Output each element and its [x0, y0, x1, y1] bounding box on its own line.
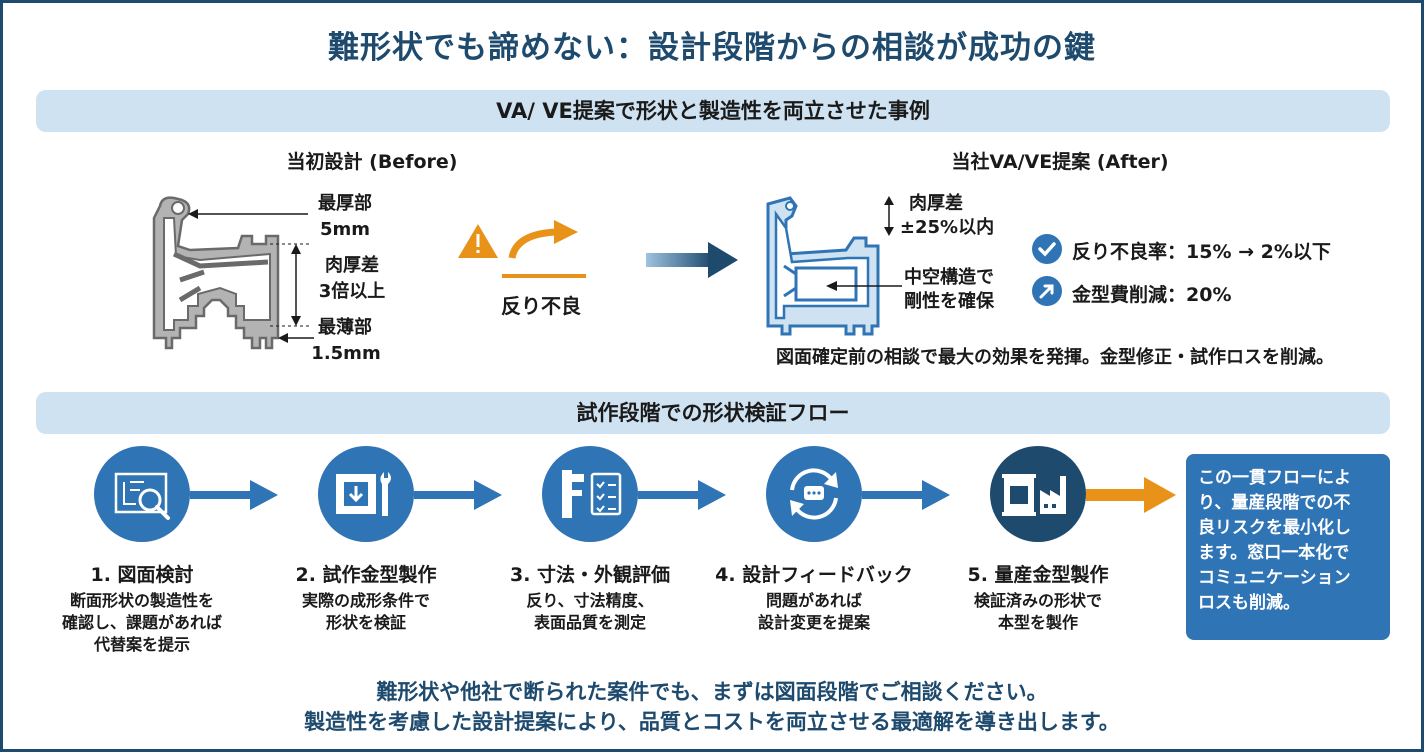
hollow-arrow-icon [826, 281, 902, 291]
after-diff-value: ±25%以内 [899, 217, 995, 238]
blueprint-search-icon [94, 446, 190, 542]
mold-wrench-icon [318, 446, 414, 542]
thinnest-label: 最薄部 [318, 317, 372, 338]
result-defect-rate: 反り不良率：15% → 2%以下 [1072, 241, 1331, 263]
step-4-title: 4. 設計フィードバック [715, 564, 913, 586]
section-heading-flow: 試作段階での形状検証フロー [36, 392, 1390, 434]
after-label: 当社VA/VE提案 (After) [951, 151, 1169, 173]
step-4-desc-2: 設計変更を提案 [757, 613, 870, 632]
before-label: 当初設計 (Before) [286, 151, 458, 173]
step-2-desc-1: 実際の成形条件で [301, 591, 430, 610]
step-5-desc-2: 本型を製作 [997, 613, 1078, 632]
caliper-checklist-icon [542, 446, 638, 542]
footer-line-1: 難形状や他社で断られた案件でも、まずは図面段階でご相談ください。 [376, 680, 1048, 704]
step-1-desc-3: 代替案を提示 [93, 635, 190, 654]
factory-icon [990, 446, 1086, 542]
step-3-title: 3. 寸法・外観評価 [509, 564, 671, 586]
warning-icon [458, 220, 586, 278]
step-3-desc-2: 表面品質を測定 [533, 613, 646, 632]
step-4-desc-1: 問題があれば [765, 591, 862, 610]
step-5-title: 5. 量産金型製作 [967, 564, 1109, 586]
before-dimension-lines [188, 209, 314, 343]
thickest-label: 最厚部 [318, 193, 372, 214]
trend-up-icon [1032, 276, 1062, 306]
after-diff-label: 肉厚差 [909, 193, 963, 214]
section1-note: 図面確定前の相談で最大の効果を発揮。金型修正・試作ロスを削減。 [776, 347, 1334, 368]
check-icon [1032, 234, 1062, 264]
defect-label: 反り不良 [501, 294, 581, 318]
before-after-arrow-icon [646, 242, 738, 278]
step-2-desc-2: 形状を検証 [325, 613, 406, 632]
callout-line: コミュニケーション [1198, 568, 1351, 588]
hollow-line1: 中空構造で [904, 267, 994, 288]
callout-line: ます。窓口一本化で [1198, 543, 1350, 563]
flow-arrow-4-icon [862, 480, 950, 510]
thickest-value: 5mm [319, 219, 371, 240]
callout-line: ロスも削減。 [1198, 593, 1300, 613]
step-1-desc-2: 確認し、課題があれば [61, 613, 222, 632]
flow-arrow-3-icon [638, 480, 726, 510]
after-profile-diagram [766, 196, 880, 336]
page-title: 難形状でも諦めない：設計段階からの相談が成功の鍵 [328, 30, 1096, 66]
step-1-title: 1. 図面検討 [90, 564, 194, 586]
callout-line: 良リスクを最小化し [1198, 518, 1351, 538]
step-3-desc-1: 反り、寸法精度、 [526, 591, 654, 610]
flow-arrow-2-icon [414, 480, 502, 510]
section-heading-va-ve: VA/ VE提案で形状と製造性を両立させた事例 [36, 90, 1390, 132]
hollow-line2: 剛性を確保 [904, 291, 994, 312]
flow-summary-callout: この一貫フローによ り、量産段階での不 良リスクを最小化し ます。窓口一本化で … [1186, 454, 1390, 640]
step-5-desc-1: 検証済みの形状で [973, 591, 1102, 610]
flow-arrow-orange-icon [1086, 477, 1176, 513]
before-profile-diagram [152, 196, 280, 350]
result-mold-cost: 金型費削減：20% [1072, 284, 1232, 306]
feedback-cycle-icon [766, 446, 862, 542]
flow-arrow-1-icon [190, 480, 278, 510]
after-diff-arrow-icon [884, 196, 894, 236]
before-diff-value: 3倍以上 [318, 281, 386, 302]
callout-line: この一貫フローによ [1198, 468, 1351, 488]
step-2-title: 2. 試作金型製作 [295, 564, 437, 586]
callout-line: り、量産段階での不 [1198, 493, 1351, 513]
thinnest-value: 1.5mm [311, 343, 381, 364]
step-1-desc-1: 断面形状の製造性を [69, 591, 214, 610]
footer-line-2: 製造性を考慮した設計提案により、品質とコストを両立させる最適解を導き出します。 [304, 710, 1120, 734]
before-diff-label: 肉厚差 [325, 255, 379, 276]
